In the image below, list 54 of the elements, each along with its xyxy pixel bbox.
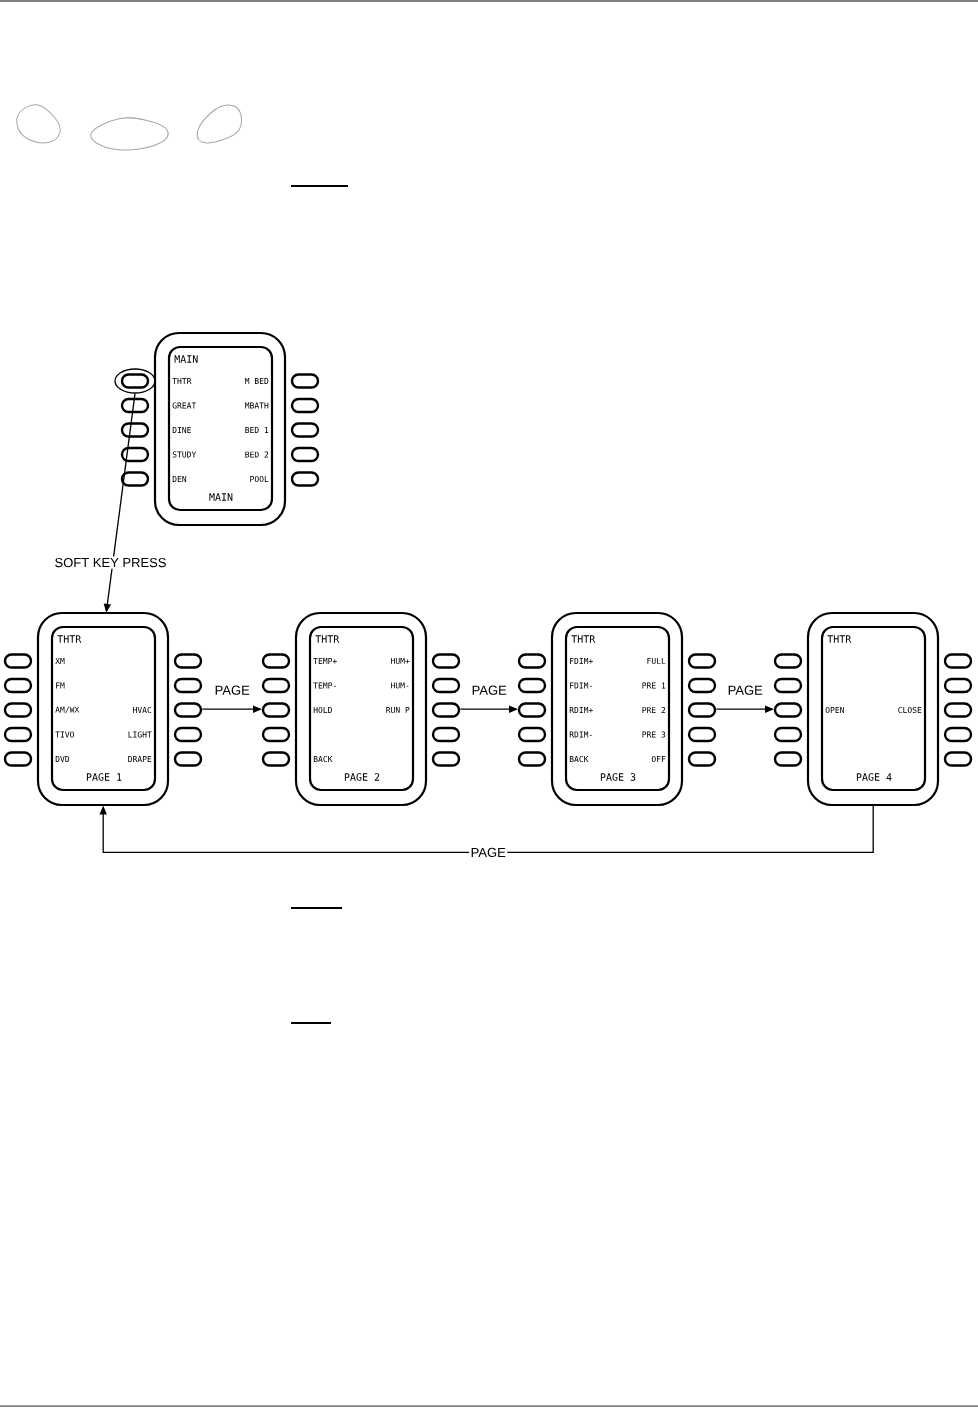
key-label: FDIM- [570,682,592,689]
key-label: TEMP+ [313,658,337,664]
key-label: OPEN [825,707,844,714]
screen-title: THTR [571,635,596,643]
key-label: HVAC [133,707,152,714]
key-label: POOL [250,476,269,483]
key-label: PRE 1 [642,682,666,689]
screen-title: THTR [57,635,82,643]
key-label: BACK [569,756,589,763]
key-label: TEMP- [313,682,336,689]
key-label: CLOSE [898,707,922,714]
edge-label: PAGE [470,684,509,697]
arrow [99,804,874,854]
key-label: PRE 2 [642,707,666,713]
edge-label: SOFT KEY PRESS [53,556,168,569]
page-label: PAGE 3 [600,773,636,781]
key-label: FDIM+ [570,658,593,664]
key-label: FULL [647,658,666,664]
edge-label: PAGE [213,684,252,697]
key-label: BED 2 [245,451,269,458]
key-label: MBATH [245,402,269,409]
key-label: STUDY [172,451,197,458]
key-label: TIVO [55,731,74,738]
screen-title: THTR [315,635,340,643]
key-label: PRE 3 [642,731,666,738]
key-label: HUM+ [391,658,410,664]
key-label: DEN [172,476,187,482]
edge-label: PAGE [469,846,508,859]
key-label: DINE [172,427,191,433]
key-label: FM [56,682,65,689]
key-label: DRAPE [128,756,152,762]
key-label: XM [55,658,65,664]
page-label: PAGE 4 [856,773,892,781]
key-label: LIGHT [128,731,152,738]
key-label: BED 1 [245,427,269,433]
page-label: MAIN [209,493,233,501]
screen-title: MAIN [174,355,198,363]
key-label: DVD [55,756,70,762]
key-label: AM/WX [55,706,80,714]
page-label: PAGE 1 [86,773,122,781]
key-label: RUN P [386,707,410,713]
key-label: M BED [245,378,269,384]
key-label: RDIM+ [569,707,593,713]
key-label: HUM- [391,682,409,689]
key-label: GREAT [172,402,197,409]
key-label: BACK [313,756,333,763]
key-label: RDIM- [569,731,592,738]
page-label: PAGE 2 [344,773,380,781]
key-circle [114,368,156,394]
edge-label: PAGE [726,684,765,697]
key-label: OFF [651,756,666,763]
key-label: THTR [172,378,192,384]
key-label: HOLD [313,707,332,714]
screen-title: THTR [827,635,852,643]
